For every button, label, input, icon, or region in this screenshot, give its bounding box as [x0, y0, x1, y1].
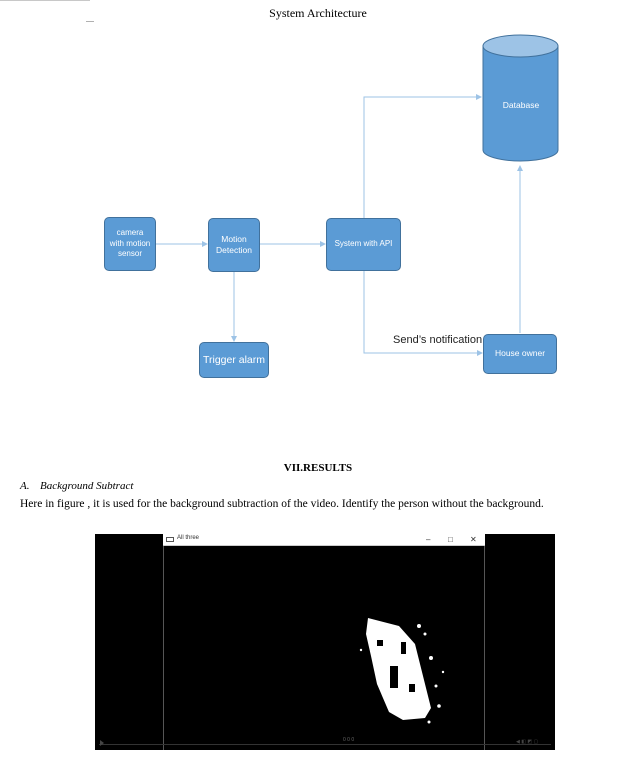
foreground-mask — [359, 618, 445, 724]
camera-node: camera with motion sensor — [104, 217, 156, 271]
arrow-system-to-database — [363, 94, 482, 218]
top-rule — [0, 0, 90, 1]
notification-label: Send’s notification — [393, 334, 483, 346]
house-owner-label: House owner — [494, 348, 546, 359]
figure-title: System Architecture — [269, 6, 367, 20]
minimize-icon[interactable]: – — [426, 535, 431, 544]
player-timeline[interactable] — [99, 744, 551, 745]
database-cylinder — [482, 34, 559, 162]
diagram-connectors — [156, 34, 559, 356]
status-readout: 0 0 0 — [343, 737, 355, 743]
video-window — [163, 534, 485, 750]
window-titlebar: All three – □ ✕ — [163, 534, 485, 546]
body-paragraph: Here in figure , it is used for the back… — [20, 498, 544, 510]
arrow-system-to-owner — [363, 271, 483, 356]
window-title: All three — [177, 535, 200, 541]
camera-node-label: camera with motion sensor — [109, 227, 151, 259]
database-label: Database — [502, 100, 540, 110]
motion-detection-label: Motion Detection — [216, 233, 252, 255]
subsection-heading: A. Background Subtract — [20, 480, 133, 492]
subsection-number: A. — [20, 480, 30, 492]
house-owner-node: House owner — [483, 334, 557, 374]
system-api-label: System with API — [334, 239, 393, 249]
section-heading: VII.RESULTS — [283, 462, 353, 474]
motion-detection-node: Motion Detection — [208, 218, 260, 272]
trigger-alarm-node: Trigger alarm — [199, 342, 269, 378]
window-app-icon — [166, 537, 174, 542]
close-icon[interactable]: ✕ — [470, 535, 477, 544]
margin-mark — [86, 21, 94, 22]
subsection-title: Background Subtract — [40, 480, 134, 492]
maximize-icon[interactable]: □ — [448, 535, 453, 544]
system-api-node: System with API — [326, 218, 401, 271]
play-icon[interactable] — [100, 740, 104, 746]
player-controls-icon[interactable]: ◀ ◧ ◩ ▢ — [516, 739, 539, 745]
trigger-alarm-label: Trigger alarm — [202, 353, 266, 366]
